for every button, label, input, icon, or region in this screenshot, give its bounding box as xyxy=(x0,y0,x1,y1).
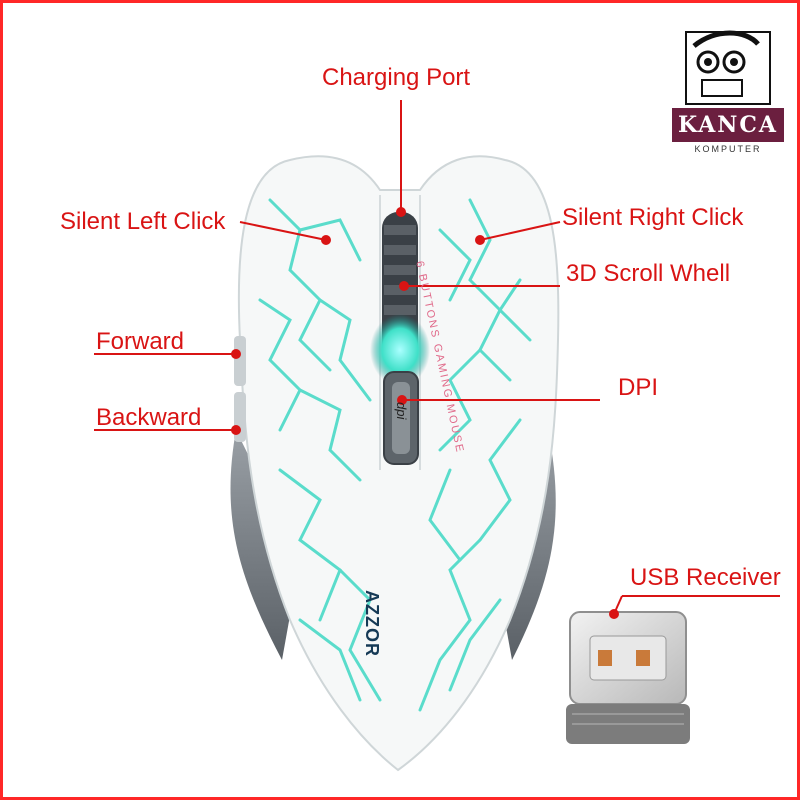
callout-scroll-wheel: 3D Scroll Whell xyxy=(566,260,731,287)
dpi-button-text: dpi xyxy=(394,402,409,420)
callout-backward: Backward xyxy=(96,404,202,431)
logo-mascot xyxy=(685,30,771,105)
callout-charging-port: Charging Port xyxy=(322,64,471,91)
usb-receiver xyxy=(566,611,690,744)
callout-forward: Forward xyxy=(96,328,185,355)
callout-usb-receiver: USB Receiver xyxy=(630,564,781,591)
crackle-glow-pattern xyxy=(258,198,532,712)
callout-lines xyxy=(94,100,780,619)
logo-tagline: KOMPUTER xyxy=(694,144,762,154)
mouse-brand: AZZOR xyxy=(362,590,382,657)
dpi-button xyxy=(383,371,419,465)
callout-silent-left-click: Silent Left Click xyxy=(60,208,226,235)
logo-name: KANCA xyxy=(672,108,784,142)
callout-dpi: DPI xyxy=(618,374,659,401)
callout-silent-right-click: Silent Right Click xyxy=(562,204,744,231)
